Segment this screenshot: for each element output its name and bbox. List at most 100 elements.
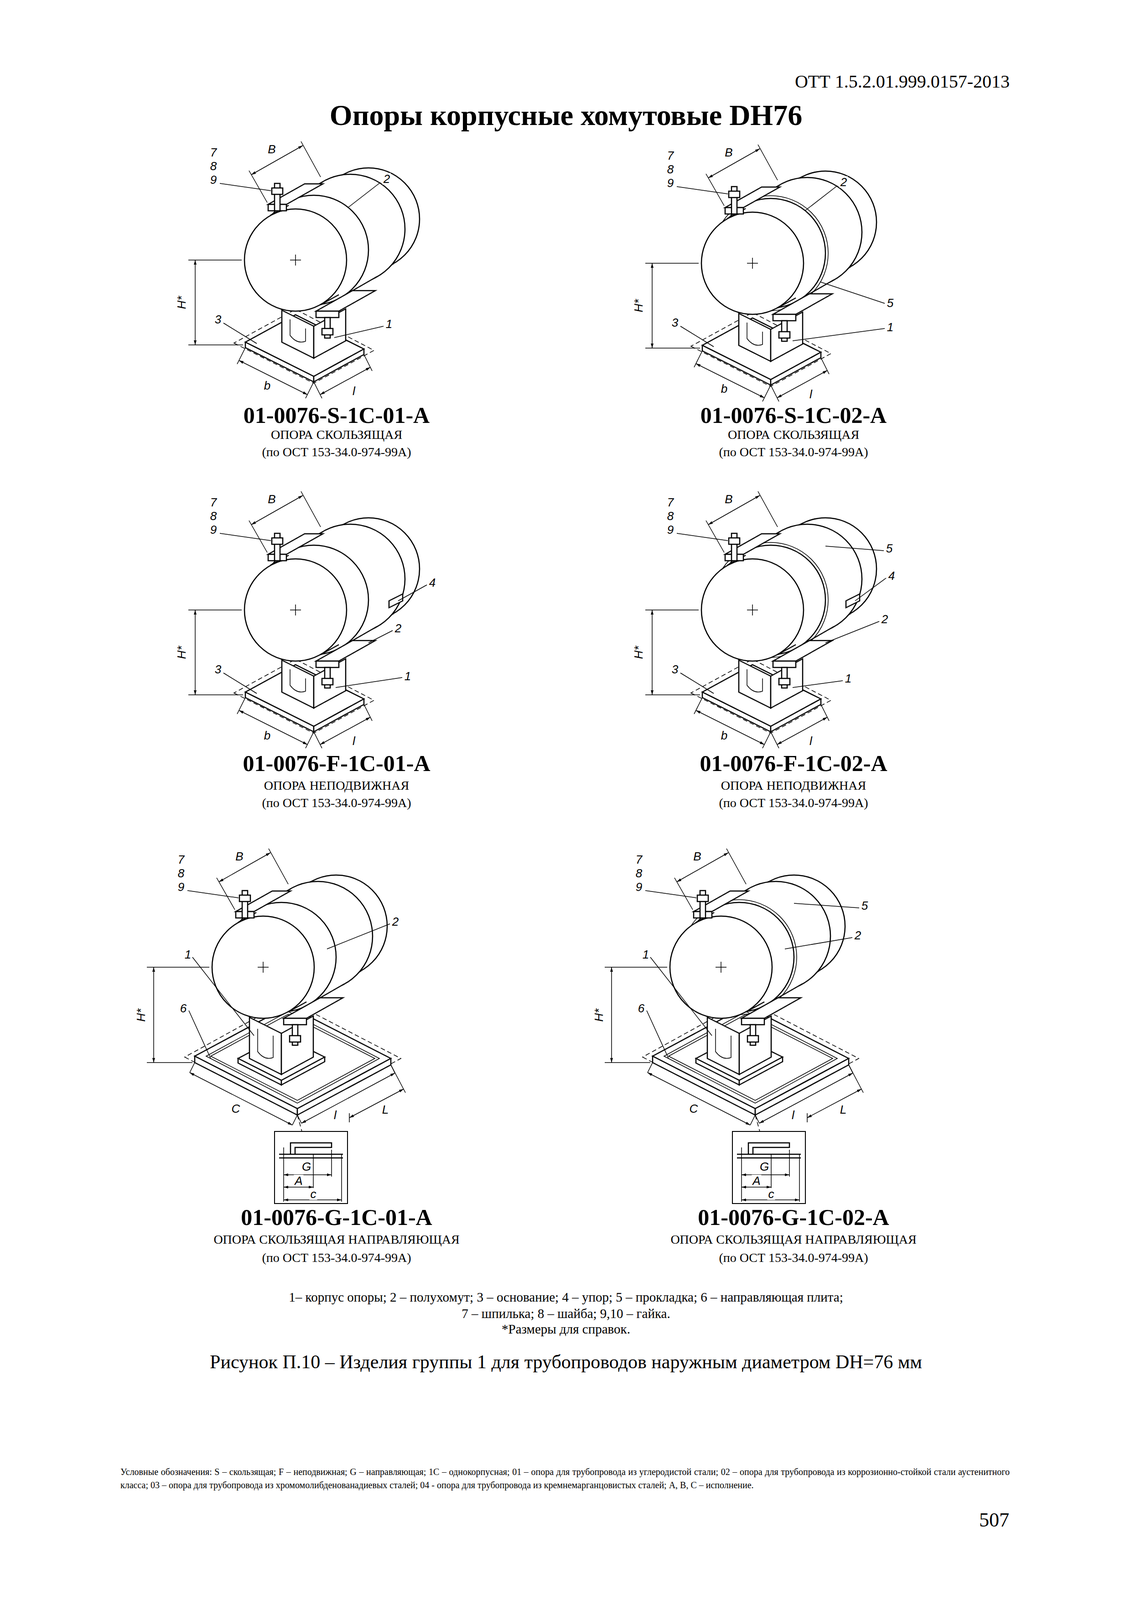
callout-number: 1 [384, 317, 394, 330]
callout-number: 1 [641, 948, 650, 960]
page-title: Опоры корпусные хомутовые DH76 [329, 99, 803, 132]
callout-number: 7 [666, 149, 675, 162]
callout-number: G [758, 1160, 770, 1173]
product-name: ОПОРА СКОЛЬЗЯЩАЯ [270, 427, 403, 442]
figure-caption: Рисунок П.10 – Изделия группы 1 для труб… [209, 1350, 923, 1372]
callout-number: l [790, 1108, 796, 1121]
dimension-label: H* [632, 644, 645, 660]
note: *Размеры для справок. [501, 1321, 631, 1337]
callout-number: b [720, 729, 729, 742]
product-code: 01-0076-G-1C-02-A [697, 1204, 889, 1230]
callout-number: В [723, 146, 734, 159]
callout-number: l [808, 734, 814, 747]
callout-number: 5 [886, 296, 895, 309]
callout-number: 8 [666, 509, 675, 522]
callout-number: 1 [403, 669, 412, 682]
callout-number: A [751, 1174, 762, 1187]
standard-reference: (по ОСТ 153-34.0-974-99А) [261, 795, 411, 810]
callout-number: 7 [209, 146, 218, 159]
callout-number: 8 [209, 509, 218, 522]
callout-number: l [351, 734, 357, 747]
page-number: 507 [979, 1508, 1010, 1531]
callout-number: В [692, 850, 702, 862]
callout-number: 2 [391, 915, 400, 928]
callout-number: 7 [176, 853, 186, 866]
callout-number: 9 [209, 173, 218, 186]
product-code: 01-0076-G-1C-01-A [240, 1204, 432, 1230]
standard-reference: (по ОСТ 153-34.0-974-99А) [261, 1250, 411, 1265]
callout-number: c [767, 1187, 776, 1200]
product-name: ОПОРА НЕПОДВИЖНАЯ [264, 778, 410, 793]
product-code: 01-0076-F-1C-01-A [242, 750, 431, 776]
parts-list: 1– корпус опоры; 2 – полухомут; 3 – осно… [288, 1289, 843, 1305]
callout-number: 3 [213, 313, 223, 326]
callout-number: b [263, 729, 272, 742]
callout-number: A [293, 1174, 304, 1187]
product-name: ОПОРА НЕПОДВИЖНАЯ [721, 778, 867, 793]
callout-number: В [723, 492, 734, 505]
standard-reference: (по ОСТ 153-34.0-974-99А) [718, 1250, 868, 1265]
callout-number: C [230, 1102, 242, 1115]
callout-number: 6 [179, 1001, 188, 1014]
callout-number: 2 [880, 612, 889, 625]
callout-number: 8 [176, 866, 186, 879]
callout-number: 7 [666, 496, 675, 509]
callout-number: В [266, 492, 277, 505]
support-f-01 [188, 491, 427, 748]
dimension-label: H* [592, 1007, 605, 1023]
callout-number: 3 [213, 663, 223, 675]
callout-number: 1 [183, 948, 192, 960]
dimension-label: H* [175, 644, 188, 660]
callout-number: 2 [839, 176, 848, 188]
callout-number: L [839, 1103, 848, 1116]
callout-number: 5 [860, 899, 869, 912]
callout-number: l [332, 1108, 338, 1121]
callout-number: 9 [209, 523, 218, 536]
callout-number: 4 [887, 569, 896, 582]
callout-number: b [263, 379, 272, 392]
dimension-label: H* [134, 1007, 147, 1023]
callout-number: 9 [666, 523, 675, 536]
parts-list: 7 – шпилька; 8 – шайба; 9,10 – гайка. [461, 1306, 670, 1321]
document-code: ОТТ 1.5.2.01.999.0157-2013 [794, 71, 1010, 92]
callout-number: 9 [666, 176, 675, 189]
callout-number: 2 [382, 172, 391, 185]
callout-number: l [351, 384, 357, 397]
support-s-01 [188, 141, 420, 399]
product-code: 01-0076-S-1C-02-A [700, 402, 887, 428]
callout-number: 9 [176, 880, 186, 893]
dimension-label: H* [175, 295, 188, 311]
callout-number: 7 [209, 496, 218, 509]
callout-number: 1 [886, 321, 895, 333]
callout-number: 6 [637, 1001, 646, 1014]
product-code: 01-0076-F-1C-02-A [699, 750, 888, 776]
standard-reference: (по ОСТ 153-34.0-974-99А) [261, 445, 411, 460]
callout-number: G [300, 1160, 312, 1173]
support-g-01 [146, 848, 406, 1204]
standard-reference: (по ОСТ 153-34.0-974-99А) [718, 445, 868, 460]
callout-number: 8 [634, 866, 644, 879]
callout-number: 2 [853, 928, 862, 941]
callout-number: В [266, 143, 277, 156]
callout-number: 1 [844, 672, 853, 685]
product-name: ОПОРА СКОЛЬЗЯЩАЯ НАПРАВЛЯЮЩАЯ [213, 1232, 460, 1247]
callout-number: b [720, 382, 729, 395]
callout-number: 4 [428, 576, 437, 589]
product-code: 01-0076-S-1C-01-A [243, 402, 430, 428]
support-g-02 [604, 848, 864, 1204]
callout-number: 7 [634, 853, 644, 866]
standard-reference: (по ОСТ 153-34.0-974-99А) [718, 795, 868, 810]
dimension-label: H* [632, 298, 645, 314]
callout-number: 8 [666, 163, 675, 176]
support-f-02 [645, 491, 887, 748]
callout-number: c [309, 1187, 318, 1200]
footnote: Условные обозначения: S – скользящая; F … [120, 1464, 1010, 1492]
callout-number: 3 [670, 663, 680, 675]
callout-number: 3 [670, 316, 680, 329]
callout-number: C [688, 1102, 700, 1115]
callout-number: L [381, 1103, 390, 1116]
callout-number: 5 [885, 542, 894, 555]
product-name: ОПОРА СКОЛЬЗЯЩАЯ НАПРАВЛЯЮЩАЯ [670, 1232, 917, 1247]
callout-number: l [808, 388, 814, 400]
